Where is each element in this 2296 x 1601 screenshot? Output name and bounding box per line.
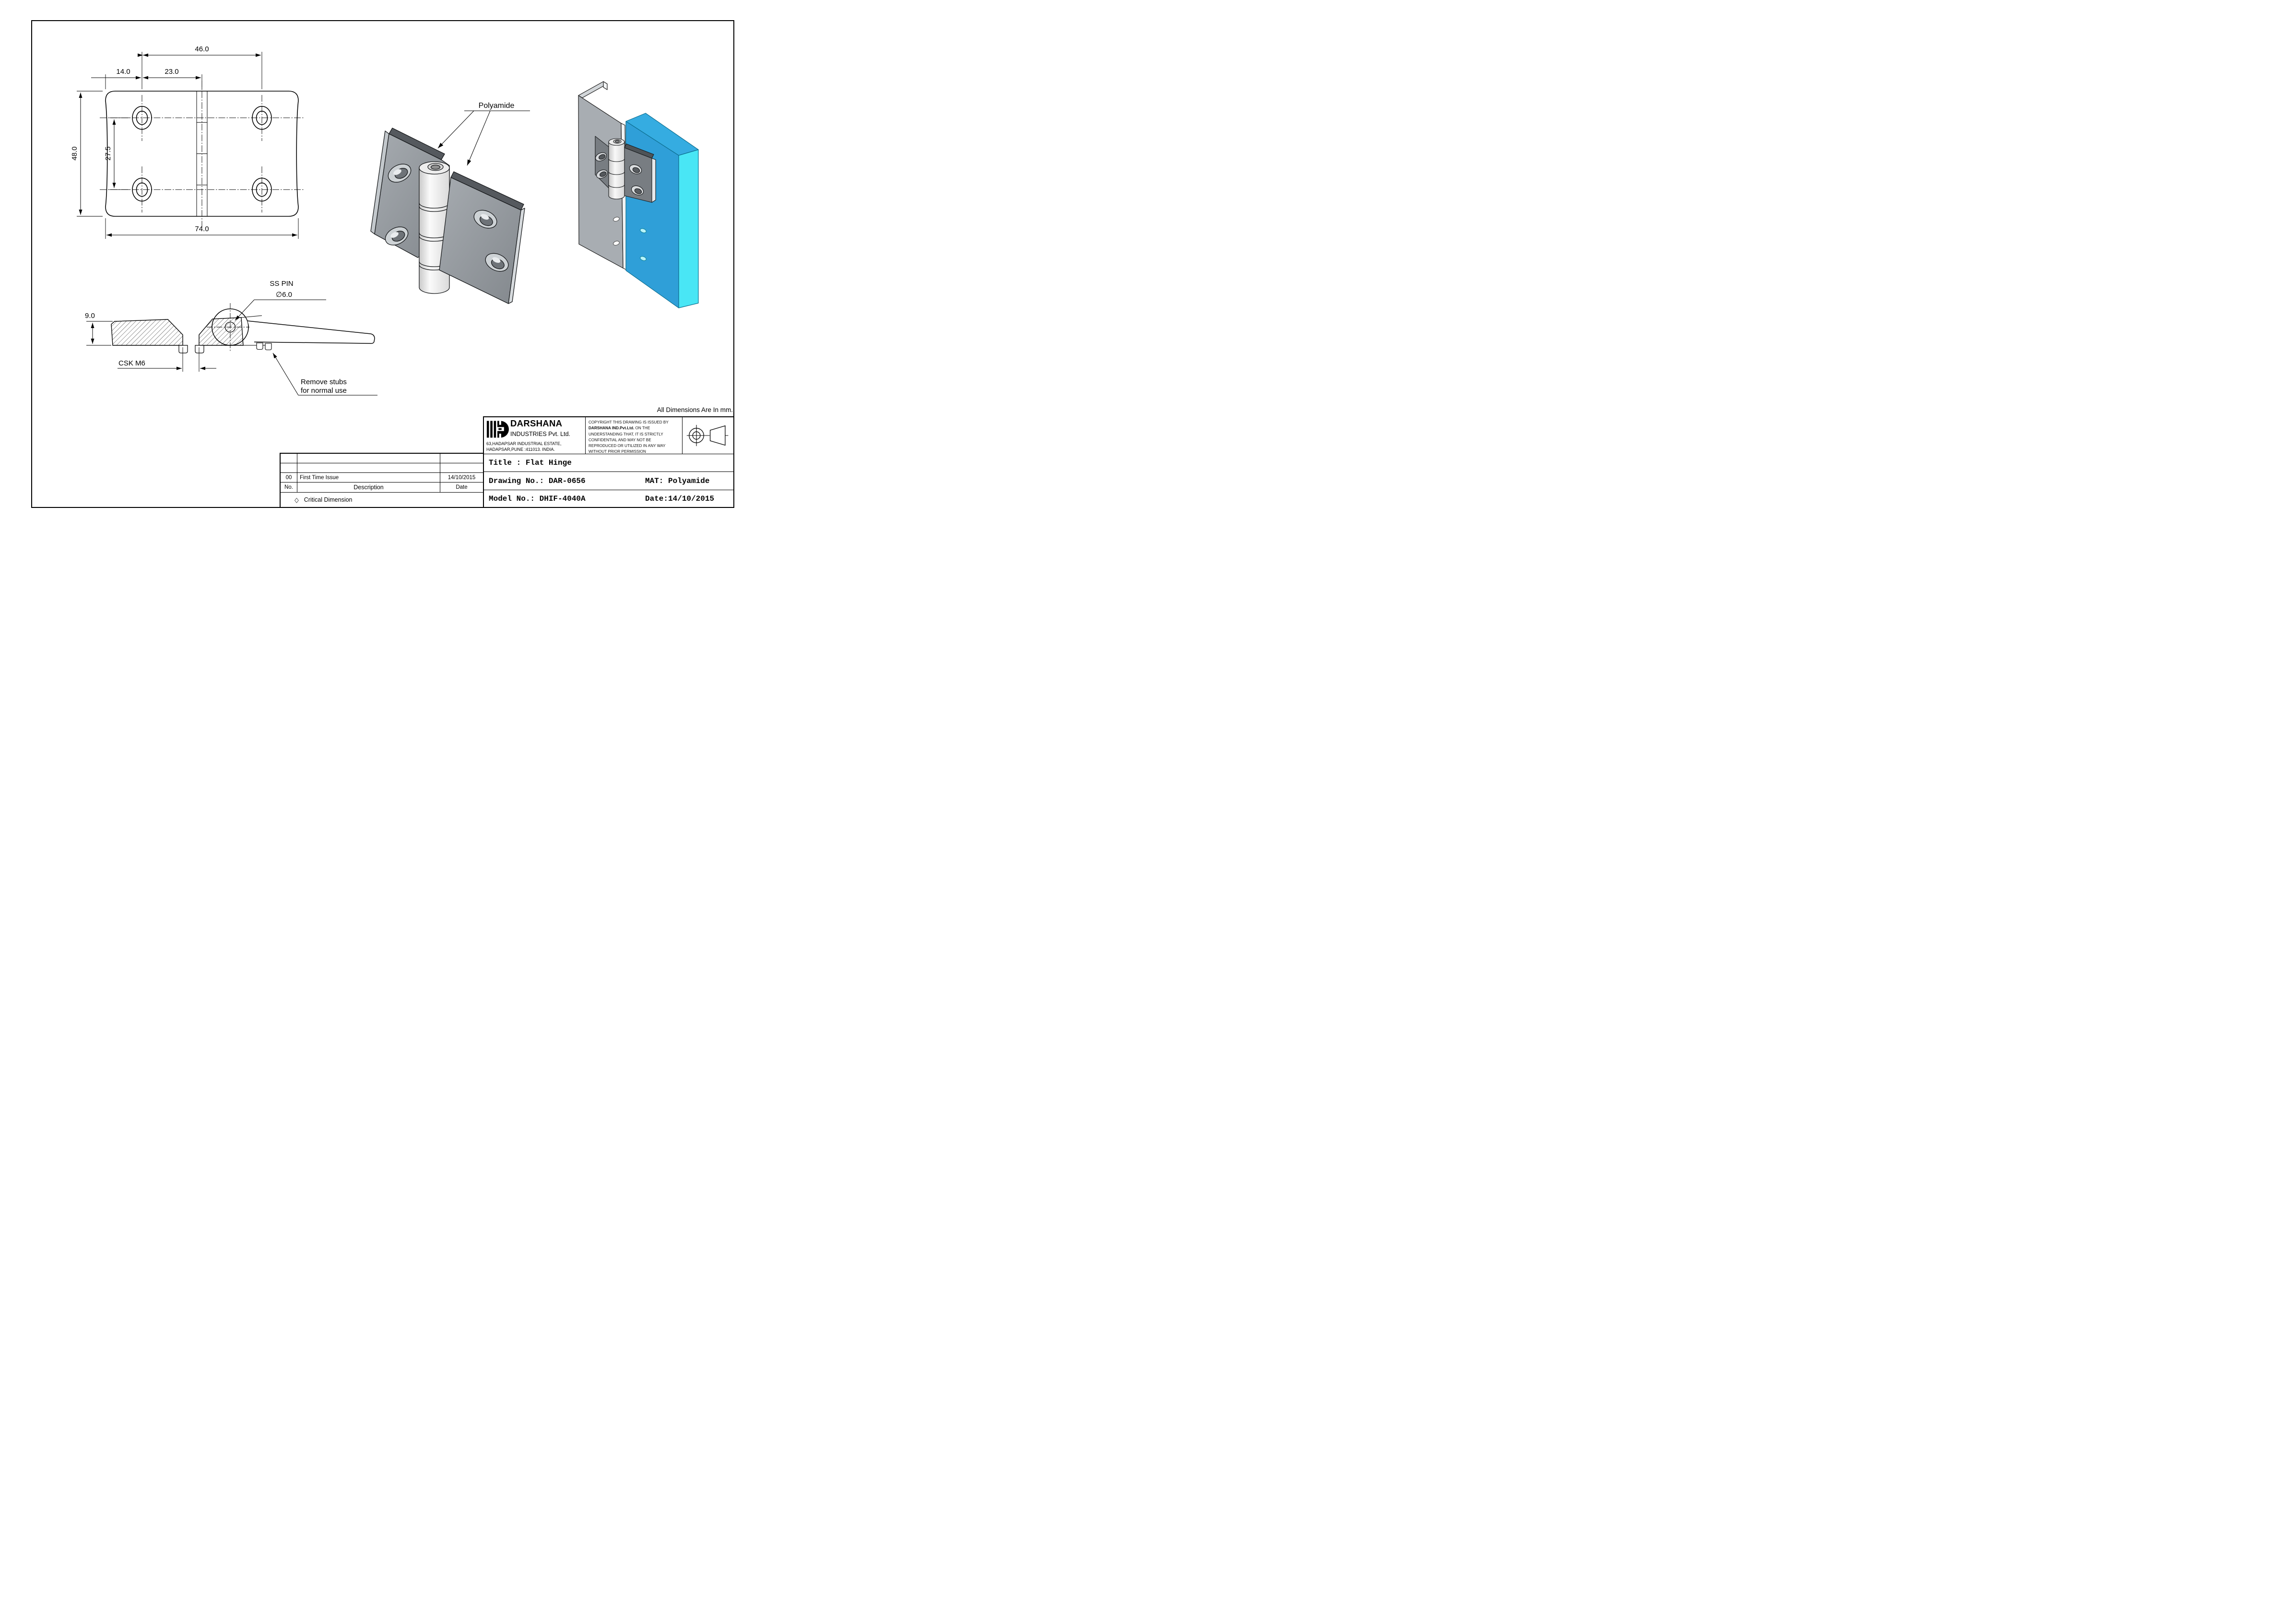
dim-23: 23.0 xyxy=(165,68,178,76)
company-logo-icon xyxy=(486,421,509,438)
remove-stubs-line1: Remove stubs xyxy=(301,378,347,386)
centerlines xyxy=(100,81,304,228)
assembly-3d-view xyxy=(578,81,699,308)
company-address: 63,HADAPSAR INDUSTRIAL ESTATE, HADAPSAR,… xyxy=(486,441,562,452)
dimension-lines xyxy=(79,53,297,237)
csk-lines xyxy=(118,347,216,372)
date-value: Date:14/10/2015 xyxy=(645,494,715,503)
revision-row: 00 First Time Issue 14/10/2015 xyxy=(281,473,483,483)
hinge-outline-front xyxy=(105,91,299,217)
front-view-drawing: 46.0 14.0 23.0 48.0 27.5 74.0 xyxy=(71,45,304,239)
remove-stubs-leader xyxy=(272,353,377,396)
critical-dimension-note: ◇ Critical Dimension xyxy=(294,495,353,504)
remove-stubs-line2: for normal use xyxy=(301,387,347,395)
dim-46: 46.0 xyxy=(195,45,209,53)
polyamide-leaders xyxy=(437,110,530,166)
dim-9: 9.0 xyxy=(85,312,95,320)
mounting-stubs-right xyxy=(256,342,272,351)
engineering-drawing-page: 46.0 14.0 23.0 48.0 27.5 74.0 xyxy=(0,0,765,534)
dim-74: 74.0 xyxy=(195,225,209,233)
ss-pin-leader xyxy=(235,299,326,321)
dim-27: 27.5 xyxy=(104,146,112,160)
revision-header-row: No. Description Date xyxy=(281,483,483,493)
polyamide-label: Polyamide xyxy=(479,102,515,110)
mounting-stubs-left xyxy=(178,345,204,353)
dim-48: 48.0 xyxy=(71,146,79,160)
isometric-3d-view: Polyamide xyxy=(370,102,530,304)
csk-label: CSK M6 xyxy=(118,359,145,367)
units-note: All Dimensions Are In mm. xyxy=(657,406,733,413)
revision-header-date: Date xyxy=(456,484,468,490)
hinge-knuckle-slot xyxy=(196,91,208,216)
hinge-3d-mounted xyxy=(595,136,656,203)
revision-no: 00 xyxy=(281,473,297,482)
revision-date: 14/10/2015 xyxy=(447,474,476,481)
drawing-no-row: Drawing No.: DAR-0656 MAT: Polyamide xyxy=(484,471,733,490)
revision-row-empty xyxy=(281,454,483,463)
drawing-number: Drawing No.: DAR-0656 xyxy=(489,476,586,485)
critical-dimension-icon: ◇ xyxy=(294,495,299,504)
revision-header-description: Description xyxy=(297,483,440,492)
company-name: DARSHANA xyxy=(510,418,563,428)
drawing-title: Title : Flat Hinge xyxy=(489,459,572,467)
section-view-drawing: 9.0 SS PIN ∅6.0 CSK M6 Remove stubs for … xyxy=(85,280,377,396)
company-cell: DARSHANA INDUSTRIES Pvt. Ltd. 63,HADAPSA… xyxy=(484,417,586,454)
right-leaf-3d xyxy=(439,171,525,304)
extension-lines xyxy=(77,52,299,239)
dim-14: 14.0 xyxy=(116,68,130,76)
dim-9-lines xyxy=(86,321,113,346)
revision-row-empty xyxy=(281,463,483,473)
material-value: MAT: Polyamide xyxy=(645,476,710,485)
revision-table: 00 First Time Issue 14/10/2015 No. Descr… xyxy=(280,453,483,508)
copyright-cell: COPYRIGHT THIS DRAWING IS ISSUED BY DARS… xyxy=(586,417,683,454)
left-leaf-section xyxy=(111,317,244,346)
revision-description: First Time Issue xyxy=(297,473,440,482)
model-no-row: Model No.: DHIF-4040A Date:14/10/2015 xyxy=(484,490,733,507)
ss-pin-label: SS PIN xyxy=(270,280,293,288)
third-angle-projection-icon xyxy=(686,424,729,447)
door-panel-blue xyxy=(625,113,699,308)
right-leaf-section xyxy=(247,320,375,344)
projection-symbol-cell xyxy=(683,417,733,454)
model-number: Model No.: DHIF-4040A xyxy=(489,494,586,503)
ss-pin-dia: ∅6.0 xyxy=(276,291,292,299)
title-block: DARSHANA INDUSTRIES Pvt. Ltd. 63,HADAPSA… xyxy=(483,416,734,508)
revision-header-no: No. xyxy=(281,483,297,492)
title-row: Title : Flat Hinge xyxy=(484,454,733,471)
